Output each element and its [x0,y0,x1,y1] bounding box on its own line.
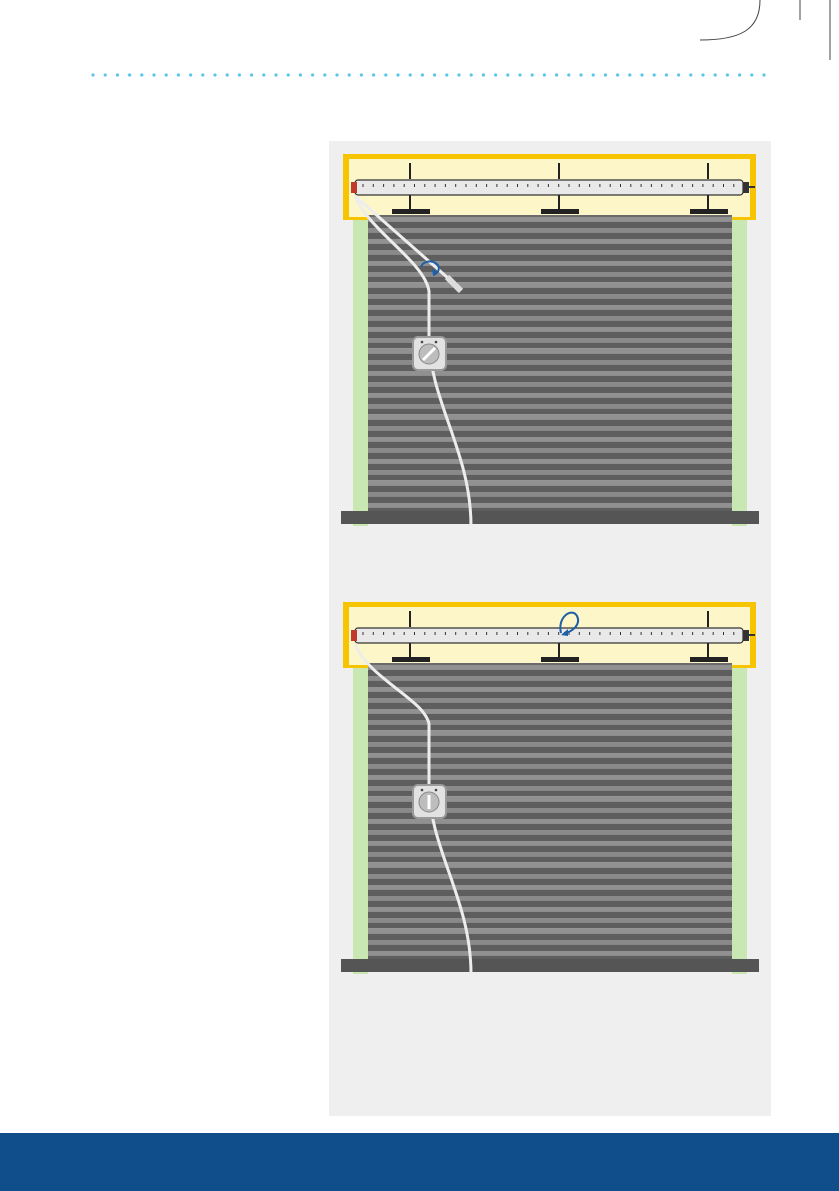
control-switch [413,785,446,818]
dotted-rule [90,70,780,80]
door-figure-step-2 [329,599,771,979]
crop-marks [0,0,839,70]
side-guide-left [353,668,368,974]
floor-sill [341,959,759,972]
door-figure-step-1 [329,151,771,531]
side-guide-left [353,220,368,526]
floor-sill [341,511,759,524]
footer-band [0,1133,839,1191]
tubular-motor [351,180,755,195]
dotted-rule-dots [91,73,765,76]
tubular-motor [351,628,755,643]
side-guide-right [732,668,747,974]
side-guide-right [732,220,747,526]
control-switch [413,337,446,370]
illustration-panel [329,141,771,1116]
